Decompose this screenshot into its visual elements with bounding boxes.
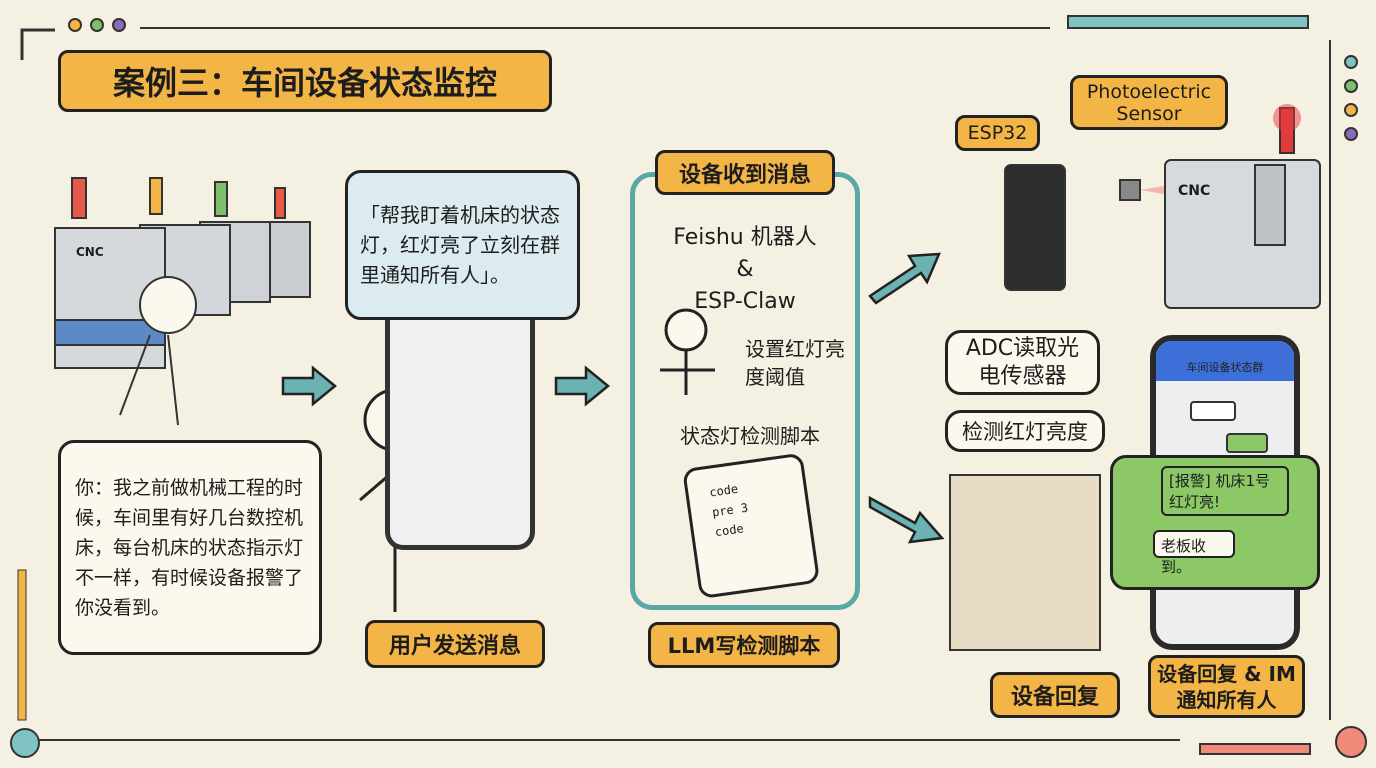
esp32-label: ESP32 — [955, 115, 1040, 151]
script-label: 状态灯检测脚本 — [680, 424, 820, 448]
detect-bubble: 检测红灯亮度 — [945, 410, 1105, 452]
step1-label: 用户发送消息 — [365, 620, 545, 668]
cnc-machines-illustration — [54, 177, 311, 426]
arrow-right-icon — [281, 365, 337, 407]
bot-title: Feishu 机器人 & ESP-Claw — [640, 222, 850, 318]
sensor-label: Photoelectric Sensor — [1070, 75, 1228, 130]
cnc-label-right: CNC — [1178, 183, 1211, 199]
request-bubble: 「帮我盯着机床的状态灯，红灯亮了立刻在群里通知所有人」。 — [345, 170, 580, 320]
step2-label: LLM写检测脚本 — [648, 622, 840, 668]
group-name: 车间设备状态群 — [1186, 361, 1264, 374]
bot-line3: ESP-Claw — [694, 289, 796, 314]
reply-message: 老板收到。 — [1153, 530, 1235, 576]
page-title: 案例三：车间设备状态监控 — [58, 50, 552, 112]
adc-bubble: ADC读取光电传感器 — [945, 330, 1100, 395]
arrow-down-right-icon — [868, 495, 945, 544]
step3-label: 设备回复 — [990, 672, 1120, 718]
step4-label: 设备回复 & IM通知所有人 — [1148, 655, 1305, 718]
device-panel-header: 设备收到消息 — [655, 150, 835, 195]
user-story-bubble: 你：我之前做机械工程的时候，车间里有好几台数控机床，每台机床的状态指示灯不一样，… — [58, 440, 322, 655]
smiley-icon — [1335, 726, 1367, 758]
chat-message — [1226, 433, 1268, 453]
bot-line1: Feishu 机器人 — [673, 225, 817, 250]
arrow-up-right-icon — [868, 252, 941, 305]
smiley-icon — [10, 728, 40, 758]
chat-message — [1190, 401, 1236, 421]
im-group-header: 车间设备状态群 — [1156, 341, 1294, 381]
phone-illustration — [385, 320, 535, 550]
cnc-label: CNC — [76, 245, 104, 259]
threshold-thought: 设置红灯亮度阈值 — [745, 337, 845, 389]
alert-message: [报警] 机床1号红灯亮! — [1161, 466, 1289, 516]
alert-zoom-bubble: [报警] 机床1号红灯亮! 老板收到。 — [1110, 455, 1320, 590]
bot-line2: & — [736, 257, 754, 282]
arrow-right-icon — [554, 365, 610, 407]
